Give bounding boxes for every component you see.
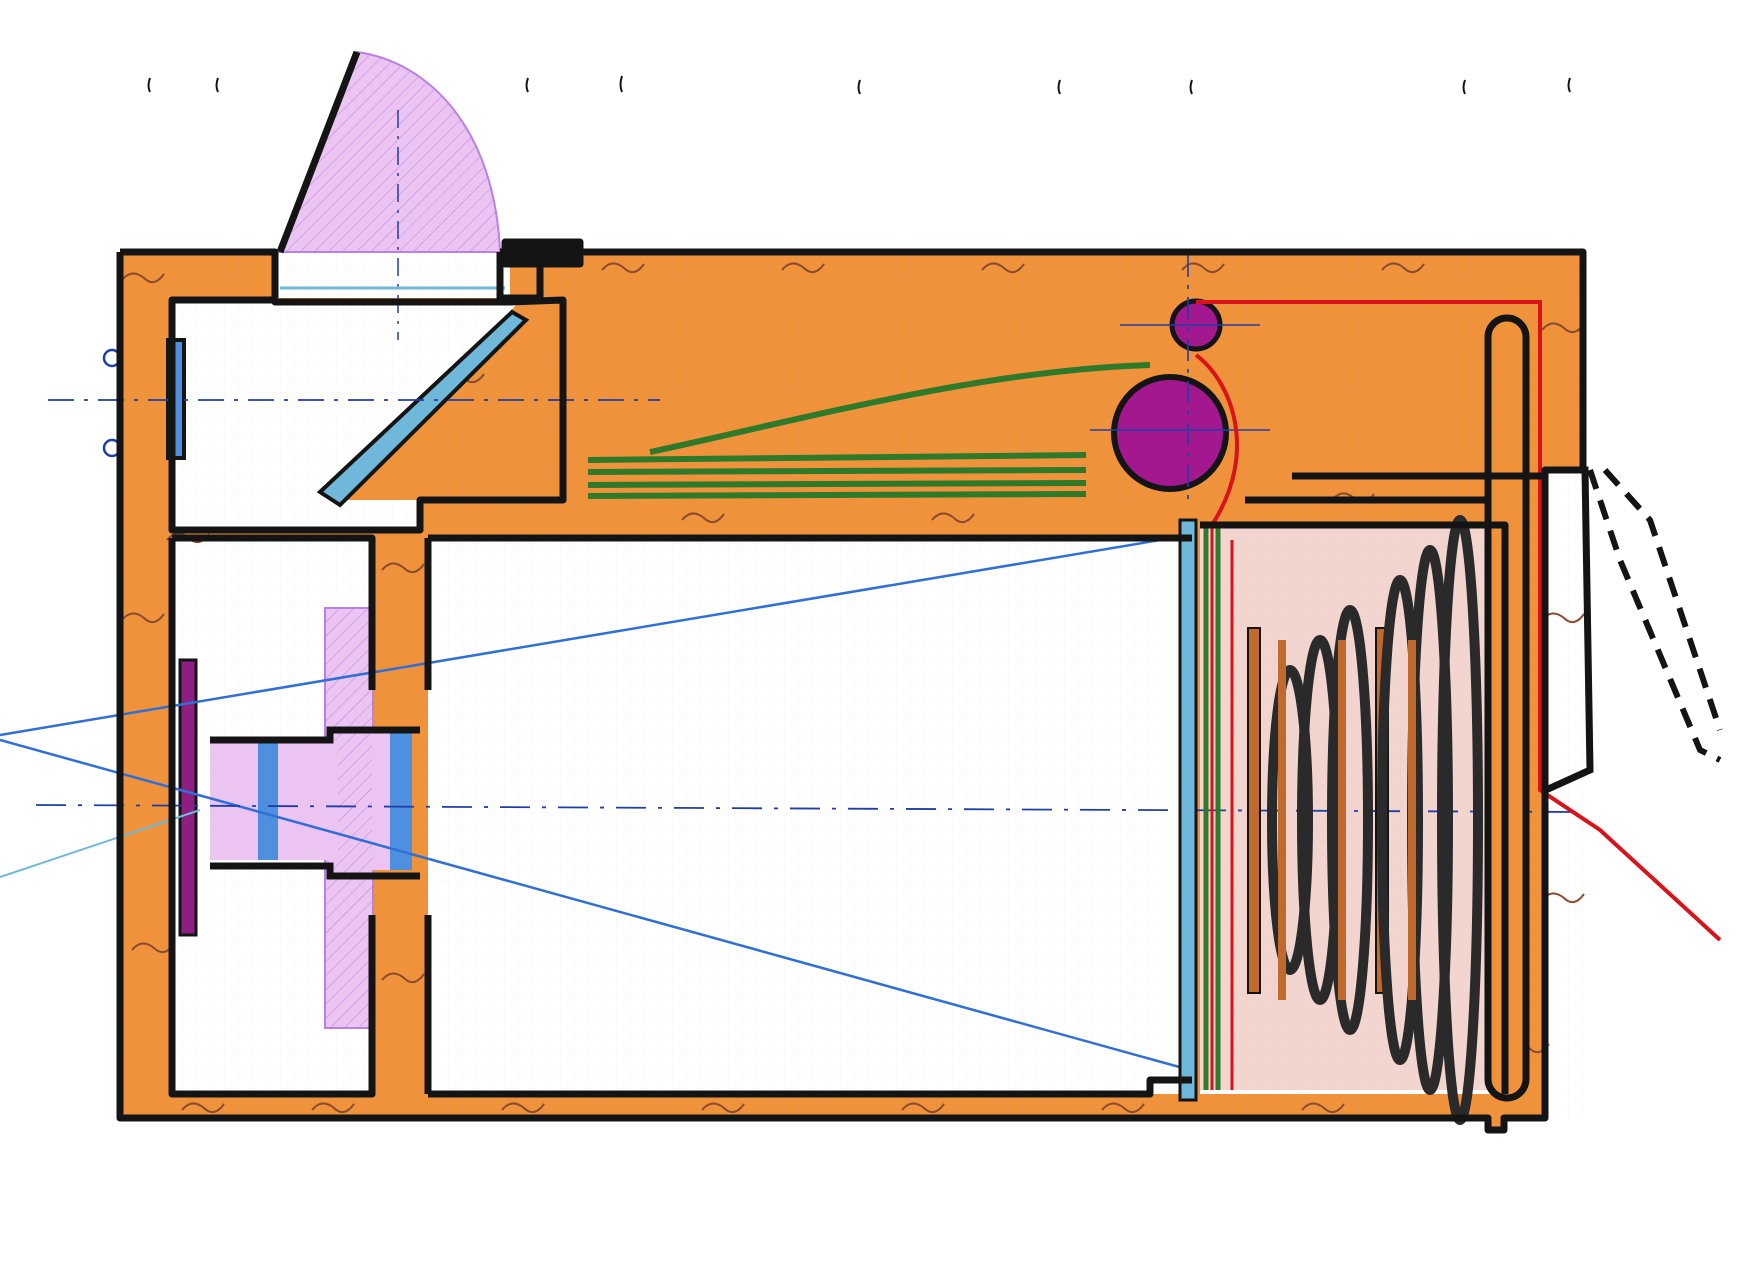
pencil-marks: [147, 75, 1571, 95]
film-sheet-4: [587, 480, 1087, 488]
bellows-fold: [1327, 605, 1373, 1035]
pressure-plate: [1178, 518, 1198, 1102]
lens-element-2: [258, 740, 278, 860]
housing-outline: [116, 238, 1587, 1134]
lens-housing-outline: [210, 726, 420, 880]
film-path-red: [1194, 300, 1722, 942]
viewfinder-prism-icon: [276, 50, 505, 340]
housing-outline-stroke: [116, 248, 1587, 1134]
housing-outline-stroke: [496, 252, 544, 302]
ray-outer-top: [0, 809, 201, 878]
large-spool: [1111, 374, 1229, 492]
lens-element-3: [278, 740, 338, 860]
lever-open-position: [1587, 469, 1722, 763]
bellows-icon: [1267, 515, 1483, 1125]
housing-outline-stroke: [168, 534, 376, 1098]
lever-icon: [1484, 314, 1723, 1102]
housing-outline-stroke: [1200, 472, 1545, 1094]
prism-hatch: [280, 52, 500, 252]
ray-bottom-front: [0, 738, 1191, 1072]
film-spool-icon: [1090, 255, 1270, 500]
reflex-mirror: [316, 309, 530, 508]
mirror-plate: [316, 309, 530, 508]
film-plane: [1178, 518, 1389, 1102]
light-rays: [0, 533, 1581, 1072]
bellows-fold: [1377, 575, 1423, 1065]
film-sheets: [587, 362, 1151, 499]
bellows-fold: [1267, 665, 1313, 975]
film-sheet-3: [587, 467, 1087, 475]
film-gate-shutter: [1247, 627, 1261, 994]
lens-element-5: [390, 730, 412, 870]
lens-group-icon: [178, 607, 420, 1029]
front-aperture-plate: [178, 658, 198, 937]
film-sheet-5: [587, 491, 1087, 499]
housing-outline-stroke: [424, 534, 1192, 1098]
lever-open-position-2: [1602, 467, 1723, 731]
housing-outline-stroke: [168, 296, 567, 534]
optical-axis: [35, 804, 1581, 813]
top-hinge-block: [501, 238, 584, 268]
film-sheet-2: [587, 452, 1087, 463]
film-sheet-1: [649, 362, 1151, 455]
ray-top-front: [0, 533, 1191, 737]
prism-outline: [276, 50, 361, 254]
